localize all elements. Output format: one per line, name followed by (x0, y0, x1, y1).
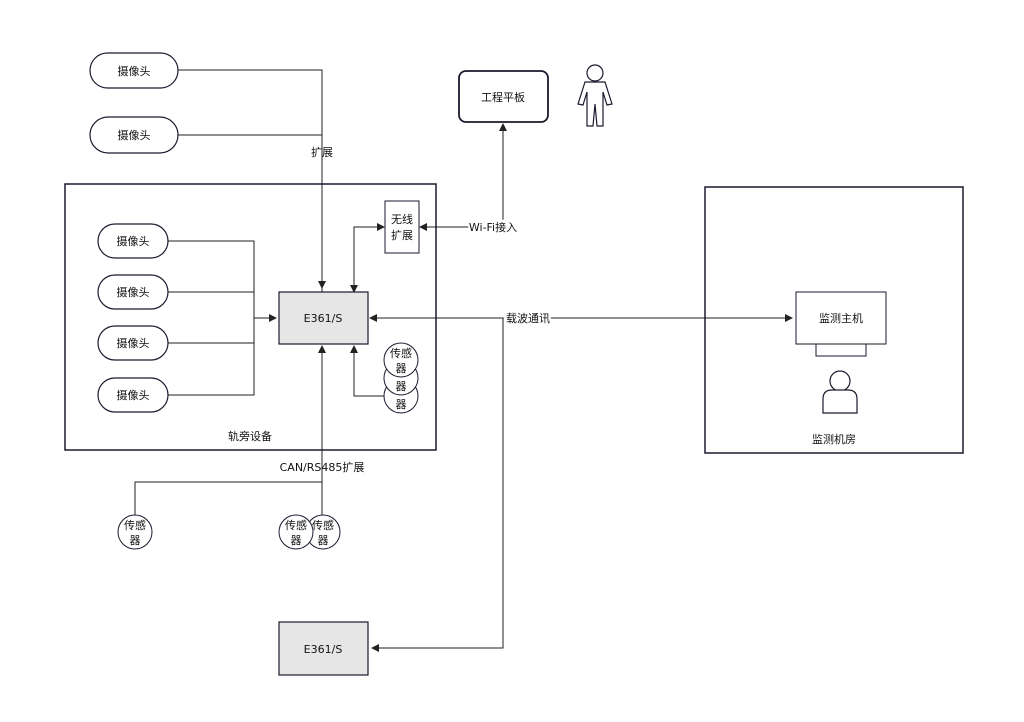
sensor-label-line1: 传感 (124, 519, 146, 532)
sensor-label-line1: 传感 (312, 519, 334, 532)
sensor-label-line2: 器 (291, 534, 302, 547)
camera-top-1: 摄像头 (89, 52, 179, 89)
camera-top-2: 摄像头 (89, 116, 179, 154)
device-main-label: E361/S (304, 312, 343, 325)
monitor-room-label: 监测机房 (812, 432, 856, 446)
can-sensor-left-link (134, 481, 322, 515)
camera-inner-2: 摄像头 (97, 274, 169, 310)
wireless-to-device-link (350, 223, 385, 293)
camera-label: 摄像头 (117, 336, 150, 350)
can-rs485-label: CAN/RS485扩展 (280, 460, 365, 474)
wireless-label-line2: 扩展 (391, 228, 413, 242)
camera-top-1-link (178, 69, 323, 300)
sensor-label-line2: 器 (396, 380, 407, 393)
sensor-inner-1: 传感 器 (383, 342, 419, 378)
camera-label: 摄像头 (117, 285, 150, 299)
device-remote-label: E361/S (304, 643, 343, 656)
sensor-can-right: 传感 器 (305, 514, 341, 550)
wireless-label-line1: 无线 (391, 212, 413, 226)
camera-inner-3: 摄像头 (97, 325, 169, 361)
tablet-label: 工程平板 (481, 90, 525, 104)
sensor-inner-stack: 器 器 传感 器 (383, 342, 419, 414)
camera-label: 摄像头 (118, 128, 151, 142)
wireless-extension: 无线 扩展 (384, 200, 420, 254)
camera-label: 摄像头 (118, 64, 151, 78)
extension-label: 扩展 (311, 145, 333, 159)
person-icon (577, 64, 613, 127)
carrier-branch-remote (371, 318, 504, 652)
monitor-room-frame (704, 186, 964, 454)
camera-inner-1: 摄像头 (97, 223, 169, 259)
camera-inner-4: 摄像头 (97, 377, 169, 413)
monitor-host: 监测主机 (795, 291, 887, 357)
monitor-host-label: 监测主机 (819, 311, 863, 325)
sensor-can-middle: 传感 器 (278, 514, 314, 550)
device-main: E361/S (278, 291, 369, 345)
device-remote: E361/S (278, 621, 369, 676)
tablet: 工程平板 (458, 70, 549, 123)
wifi-label: Wi-Fi接入 (469, 221, 517, 234)
sensor-can-left: 传感 器 (117, 514, 153, 550)
carrier-label: 载波通讯 (506, 312, 550, 325)
sensor-label-line1: 传感 (285, 519, 307, 532)
trackside-label: 轨旁设备 (228, 429, 272, 443)
connections (134, 69, 793, 652)
sensor-label-line2: 器 (396, 398, 407, 411)
trackside-frame (64, 183, 437, 451)
sensor-label-line2: 器 (130, 534, 141, 547)
user-avatar-icon (822, 370, 858, 414)
camera-label: 摄像头 (117, 234, 150, 248)
sensor-inner-link (350, 345, 384, 397)
camera-label: 摄像头 (117, 388, 150, 402)
sensor-label-line2: 器 (318, 534, 329, 547)
sensor-label-line1: 传感 (390, 347, 412, 360)
camera-inner-bus (168, 240, 255, 396)
sensor-label-line2: 器 (396, 362, 407, 375)
